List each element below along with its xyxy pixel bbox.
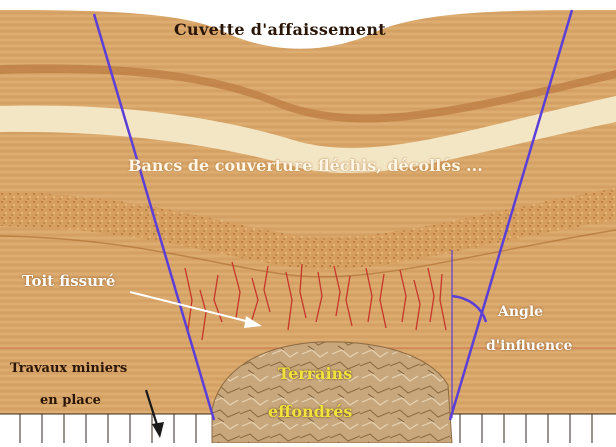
angle-label-line2: d'influence bbox=[486, 338, 572, 354]
angle-label-line1: Angle bbox=[498, 304, 543, 320]
title-label: Cuvette d'affaissement bbox=[174, 20, 386, 39]
travaux-label-line2: en place bbox=[40, 393, 101, 408]
travaux-label-line1: Travaux miniers bbox=[10, 361, 127, 376]
terrains-label-line1: Terrains bbox=[278, 364, 352, 383]
terrains-label-line2: effondrés bbox=[268, 402, 352, 421]
bancs-label: Bancs de couverture fléchis, décollés ..… bbox=[128, 156, 483, 175]
toit-label: Toit fissuré bbox=[22, 272, 115, 290]
